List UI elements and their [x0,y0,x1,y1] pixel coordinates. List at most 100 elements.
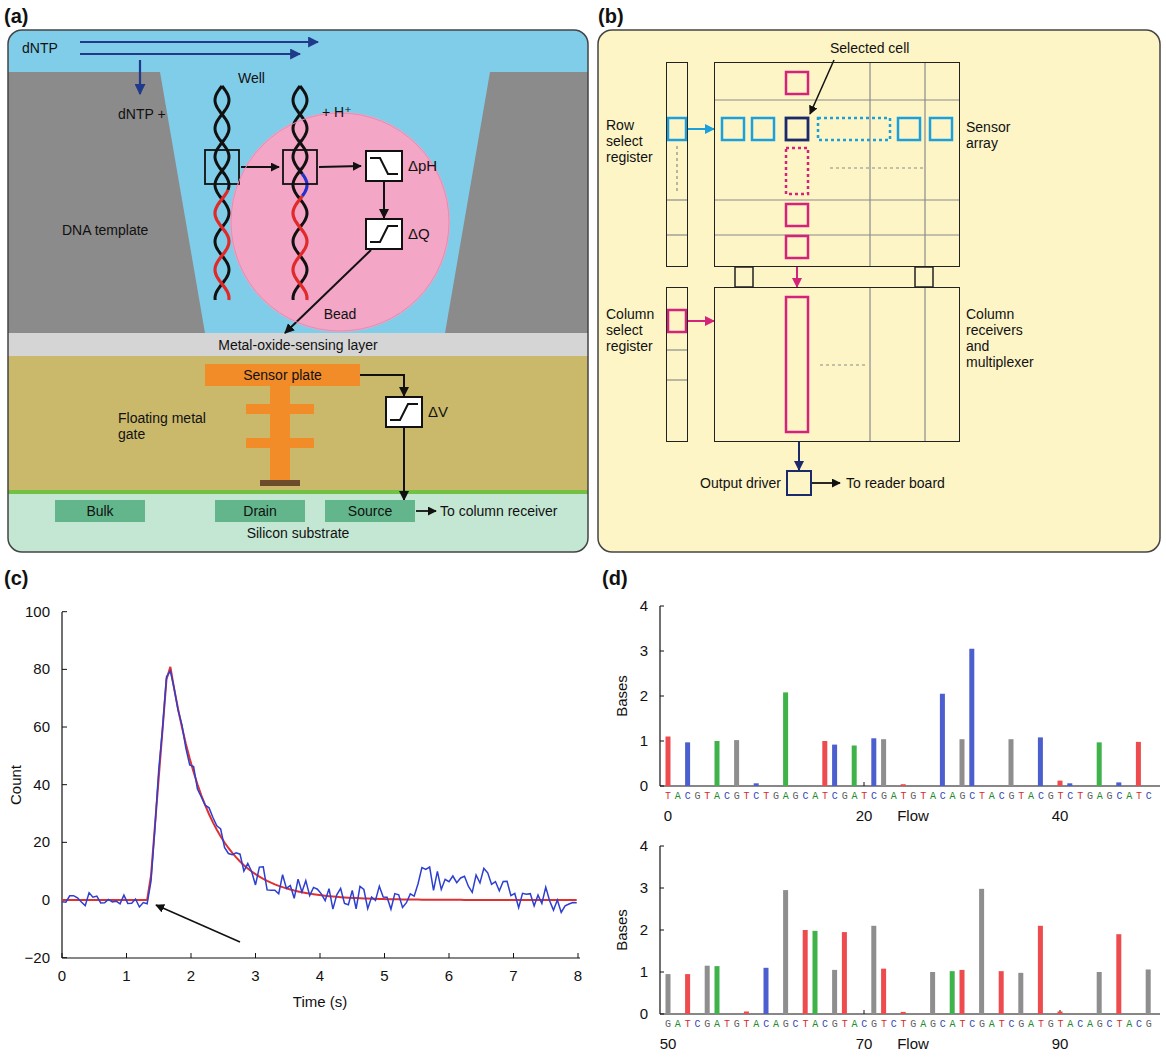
art-rect [930,118,952,140]
tick [62,669,67,670]
flow-bar [881,969,886,1014]
node-label: ΔpH [408,157,437,174]
dna-strand [293,86,307,174]
flow-bar [1058,781,1063,786]
base-letter: C [969,791,979,802]
sensor-plate: Sensor plate [205,364,360,386]
axis-label: 1 [640,963,648,980]
art-rect [786,297,808,432]
axis-label: 4 [640,597,648,614]
tick [62,953,63,958]
chart-axes [62,606,1160,1014]
flow-bar [822,741,827,786]
base-letter: A [1067,1019,1077,1030]
base-letter: A [930,791,940,802]
node-label: Drain [243,503,276,519]
base-letter: T [1058,791,1068,802]
art-line [714,99,960,100]
base-letter: G [881,791,891,802]
base-letter: G [1146,1019,1156,1030]
onset-arrow [156,905,240,942]
art-line [714,234,960,235]
axis-label: −20 [25,949,50,966]
tick [660,888,664,889]
flow-bar [1116,934,1121,1014]
step-arrow [319,166,361,167]
flow-arrow [80,53,300,55]
base-letter: G [734,1019,744,1030]
base-letter: T [881,1019,891,1030]
base-letter: A [675,1019,685,1030]
flow-bar [940,694,945,786]
panel-frame [8,30,588,552]
dna-strand [293,86,307,300]
base-letter: A [812,1019,822,1030]
base-letter: C [940,1019,950,1030]
bead-fill [230,112,450,332]
base-letter: C [1116,791,1126,802]
base-letter: C [999,791,1009,802]
base-letter: A [851,791,861,802]
flow-bar [1038,926,1043,1014]
primer-strand [215,190,229,300]
axis-label: 2 [640,687,648,704]
zoom-box [283,150,317,184]
tick [660,846,664,847]
substrate-fill [8,494,588,552]
axis-label: 1 [640,732,648,749]
flow-bar [783,692,788,786]
gate-bar [246,438,314,448]
zoom-box [205,150,239,184]
connector-arrow [360,375,404,396]
axis-label: 3 [251,967,259,984]
base-letter: A [920,1019,930,1030]
axis-label: 3 [640,879,648,896]
axis-label: 2 [187,967,195,984]
flow-bar [871,738,876,786]
base-letter: T [1018,791,1028,802]
base-letter: T [1038,1019,1048,1030]
base-letter: G [871,1019,881,1030]
callout-label: Bases [613,909,630,951]
axis-label: 0 [42,891,50,908]
panel-letter: (b) [598,5,624,28]
flow-bar [744,1011,749,1014]
base-sequence: GATCGATGTACAGCTACGTACGTCTGAGCATCGATCGATG… [665,1019,1156,1031]
tick [62,957,67,958]
axis-label: 80 [33,661,50,678]
sensing-layer: Metal-oxide-sensing layer [8,333,588,356]
axis-label: 40 [1052,807,1069,824]
dna-strand [215,86,229,300]
base-letter: C [1136,1019,1146,1030]
tick [660,972,664,973]
connector-arrow [383,182,385,218]
callout-label: Count [7,765,24,805]
bus-link [915,267,933,287]
art-line [666,379,688,380]
dna-strand [215,86,229,190]
tick [513,953,514,958]
base-letter: A [1097,791,1107,802]
connector-arrow [796,267,798,287]
base-letter: T [724,1019,734,1030]
callout-label: Selected cell [830,40,909,56]
flow-bar [969,649,974,786]
flow-bar [754,783,759,786]
base-letter: T [685,1019,695,1030]
base-letter: C [753,791,763,802]
base-letter: G [842,791,852,802]
flow-arrow [80,41,318,43]
tick [384,953,385,958]
art-line [660,1013,1160,1014]
base-letter: A [675,791,685,802]
tick [660,606,664,607]
base-letter: T [763,791,773,802]
base-letter: C [724,791,734,802]
tick [660,930,664,931]
node-label: Sensor plate [243,367,322,383]
axis-label: 20 [856,807,873,824]
art-g [666,649,1141,786]
flow-bar [901,784,906,786]
base-letter: C [1038,791,1048,802]
